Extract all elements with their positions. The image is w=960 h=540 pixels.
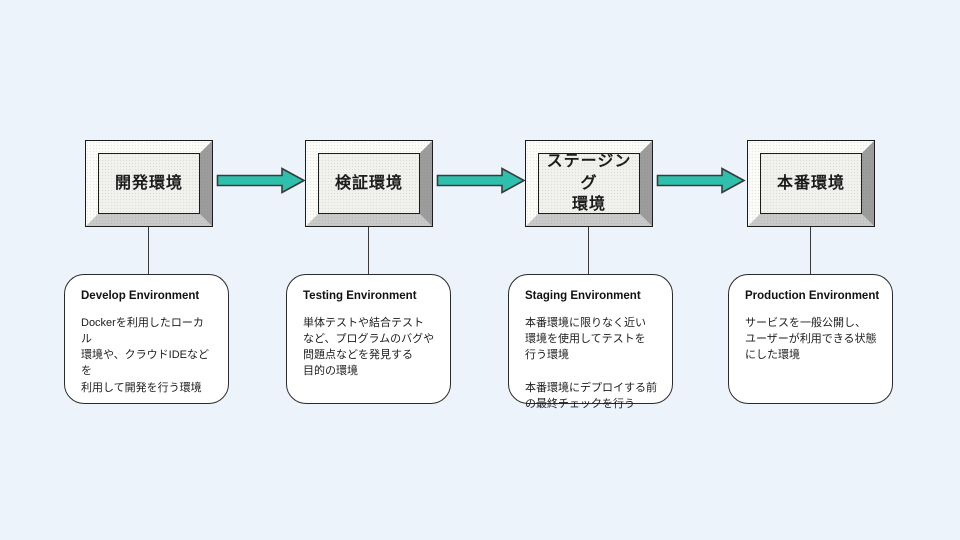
stage-box-bevel — [748, 141, 874, 226]
stage-box-bevel — [526, 141, 652, 226]
stage-title-staging: ステージング 環境 — [546, 153, 632, 214]
stage-box-staging: ステージング 環境 — [525, 140, 653, 227]
arrow-shape — [436, 167, 526, 194]
connector-line — [588, 227, 589, 274]
desc-body-testing: 単体テストや結合テスト など、プログラムのバグや 問題点などを発見する 目的の環… — [303, 317, 435, 378]
connector-line — [148, 227, 149, 274]
stage-box-face: 本番環境 — [760, 153, 862, 214]
flow-arrow-icon — [656, 167, 746, 194]
desc-title-production: Production Environment — [745, 290, 880, 302]
desc-box-testing: Testing Environment 単体テストや結合テスト など、プログラム… — [286, 274, 451, 404]
desc-box-staging: Staging Environment 本番環境に限りなく近い 環境を使用してテ… — [508, 274, 673, 410]
desc-body-staging: 本番環境に限りなく近い 環境を使用してテストを 行う環境 本番環境にデプロイする… — [525, 317, 657, 410]
connector-line — [810, 227, 811, 274]
flow-arrow-icon — [436, 167, 526, 194]
stage-title-testing: 検証環境 — [334, 174, 403, 192]
arrow-shape — [216, 167, 306, 194]
stage-title-develop: 開発環境 — [114, 174, 183, 192]
stage-box-face: 検証環境 — [318, 153, 420, 214]
stage-box-testing: 検証環境 — [305, 140, 433, 227]
stage-box-face: ステージング 環境 — [538, 153, 640, 214]
desc-body-develop: Dockerを利用したローカル 環境や、クラウドIDEなどを 利用して開発を行う… — [81, 317, 210, 394]
arrow-shape — [656, 167, 746, 194]
desc-box-production: Production Environment サービスを一般公開し、 ユーザーが… — [728, 274, 893, 404]
stage-box-bevel — [86, 141, 212, 226]
flow-arrow-icon — [216, 167, 306, 194]
desc-box-develop: Develop Environment Dockerを利用したローカル 環境や、… — [64, 274, 229, 404]
stage-box-develop: 開発環境 — [85, 140, 213, 227]
stage-box-production: 本番環境 — [747, 140, 875, 227]
desc-title-testing: Testing Environment — [303, 290, 417, 302]
desc-title-develop: Develop Environment — [81, 290, 200, 302]
stage-box-face: 開発環境 — [98, 153, 200, 214]
stage-title-production: 本番環境 — [776, 174, 845, 192]
stage-box-bevel — [306, 141, 432, 226]
desc-body-production: サービスを一般公開し、 ユーザーが利用できる状態 にした環境 — [745, 317, 877, 362]
desc-title-staging: Staging Environment — [525, 290, 641, 302]
connector-line — [368, 227, 369, 274]
